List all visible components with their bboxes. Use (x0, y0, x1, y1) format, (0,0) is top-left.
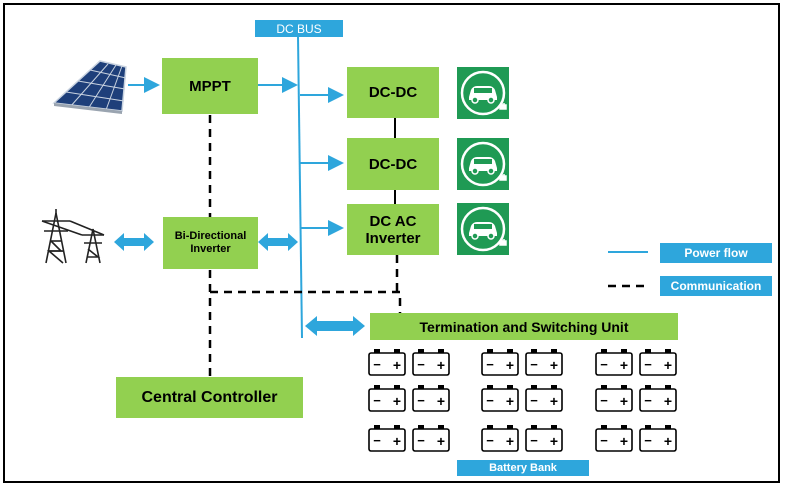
communication-lines (208, 115, 402, 377)
grid-bidir-double-arrow (114, 233, 154, 251)
central-controller-block: Central Controller (116, 377, 303, 418)
battery-minus-sign: − (373, 393, 381, 408)
battery-plus-sign: + (550, 433, 558, 449)
battery-icon: −+ (412, 425, 450, 452)
battery-icon: −+ (368, 425, 406, 452)
battery-plus-sign: + (664, 433, 672, 449)
battery-plus-sign: + (437, 357, 445, 373)
battery-minus-sign: − (530, 433, 538, 448)
battery-icon: −+ (639, 385, 677, 412)
battery-icon: −+ (639, 425, 677, 452)
battery-minus-sign: − (644, 357, 652, 372)
battery-icon: −+ (639, 349, 677, 376)
battery-icon: −+ (525, 349, 563, 376)
battery-plus-sign: + (620, 433, 628, 449)
battery-icon: −+ (595, 385, 633, 412)
battery-minus-sign: − (486, 357, 494, 372)
battery-plus-sign: + (664, 393, 672, 409)
legend-power-flow: Power flow (660, 243, 772, 263)
battery-plus-sign: + (393, 393, 401, 409)
battery-plus-sign: + (437, 393, 445, 409)
dcac-inverter-block: DC AC Inverter (347, 204, 439, 255)
battery-bank-label: Battery Bank (457, 460, 589, 476)
battery-icon: −+ (368, 349, 406, 376)
battery-plus-sign: + (620, 357, 628, 373)
dc-bus-line (297, 35, 303, 339)
battery-icon: −+ (481, 349, 519, 376)
dcdc-block-2: DC-DC (347, 138, 439, 190)
battery-plus-sign: + (506, 357, 514, 373)
battery-minus-sign: − (530, 357, 538, 372)
legend-communication: Communication (660, 276, 772, 296)
bidirectional-inverter-block: Bi-Directional Inverter (163, 217, 258, 269)
battery-minus-sign: − (644, 433, 652, 448)
power-tower-icon (41, 209, 105, 264)
battery-plus-sign: + (393, 433, 401, 449)
battery-minus-sign: − (600, 433, 608, 448)
mppt-block: MPPT (162, 58, 258, 114)
battery-plus-sign: + (437, 433, 445, 449)
battery-plus-sign: + (620, 393, 628, 409)
battery-icon: −+ (481, 425, 519, 452)
battery-plus-sign: + (506, 433, 514, 449)
battery-icon: −+ (368, 385, 406, 412)
battery-plus-sign: + (550, 393, 558, 409)
bus-termination-double-arrow (305, 316, 365, 336)
battery-minus-sign: − (486, 433, 494, 448)
battery-minus-sign: − (530, 393, 538, 408)
battery-minus-sign: − (417, 357, 425, 372)
diagram-frame (3, 3, 780, 483)
battery-icon: −+ (525, 385, 563, 412)
dcdc-block-1: DC-DC (347, 67, 439, 118)
dc-bus-label: DC BUS (255, 20, 343, 37)
battery-plus-sign: + (506, 393, 514, 409)
battery-minus-sign: − (644, 393, 652, 408)
battery-plus-sign: + (664, 357, 672, 373)
battery-minus-sign: − (486, 393, 494, 408)
battery-plus-sign: + (393, 357, 401, 373)
battery-icon: −+ (412, 385, 450, 412)
battery-minus-sign: − (417, 433, 425, 448)
solar-panel-icon (52, 60, 127, 114)
battery-minus-sign: − (417, 393, 425, 408)
battery-icon: −+ (595, 349, 633, 376)
battery-minus-sign: − (373, 357, 381, 372)
battery-minus-sign: − (600, 357, 608, 372)
bidir-bus-double-arrow (258, 233, 298, 251)
termination-switching-unit: Termination and Switching Unit (370, 313, 678, 340)
battery-icon: −+ (481, 385, 519, 412)
battery-plus-sign: + (550, 357, 558, 373)
battery-icon: −+ (595, 425, 633, 452)
battery-icon: −+ (525, 425, 563, 452)
battery-minus-sign: − (600, 393, 608, 408)
battery-minus-sign: − (373, 433, 381, 448)
battery-icon: −+ (412, 349, 450, 376)
